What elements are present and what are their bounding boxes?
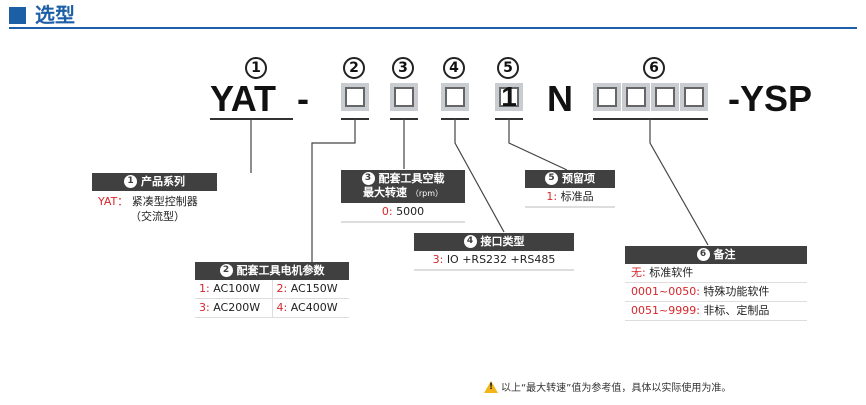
circle-1-icon: 1 [124, 174, 137, 188]
slot-5-box: 1 [495, 83, 523, 111]
row-value: 非标、定制品 [703, 304, 770, 317]
info-box-6-row: 0001~0050: 特殊功能软件 [625, 283, 807, 302]
circle-6-icon: 6 [696, 247, 710, 261]
slot-6-box-2 [622, 83, 650, 111]
info-box-3-title: 配套工具空载 [378, 172, 445, 185]
slot-2-box [341, 83, 369, 111]
cell-code: 1: [199, 282, 210, 295]
row-value: 标准软件 [649, 266, 694, 279]
model-letter-n: N [547, 78, 573, 119]
info-box-2-row-1: 1: AC100W 2: AC150W [195, 280, 349, 299]
info-box-2-row-2: 3: AC200W 4: AC400W [195, 299, 349, 318]
slot-6-box-1 [593, 83, 621, 111]
info-box-6-title: 备注 [713, 248, 736, 261]
info-box-5-value: 标准品 [560, 190, 594, 203]
info-box-3-unit: （rpm） [410, 189, 443, 198]
info-box-1-title: 产品系列 [141, 175, 185, 188]
info-box-3-code: 0: [381, 205, 393, 218]
info-box-2-cell: 2: AC150W [271, 280, 350, 298]
circle-4-icon: 4 [463, 234, 477, 248]
circle-number-2: 2 [343, 57, 365, 79]
circle-number-1: 1 [245, 57, 267, 79]
info-box-5-code: 1: [546, 190, 558, 203]
slot-6-box-3 [651, 83, 679, 111]
info-box-1-header: 1 产品系列 [92, 173, 217, 191]
model-suffix: -YSP [728, 78, 813, 119]
circle-number-4: 4 [443, 57, 465, 79]
header-divider [9, 27, 857, 29]
info-box-2-cell: 3: AC200W [195, 299, 272, 317]
slot-4-box [441, 83, 469, 111]
info-box-5-title: 预留项 [562, 172, 595, 185]
info-box-3-row: 0: 5000 [341, 203, 465, 222]
model-dash: - [297, 78, 309, 119]
info-box-3-value: 5000 [396, 205, 425, 218]
info-box-1-row: YAT： 紧凑型控制器 [92, 191, 217, 209]
circle-number-3: 3 [392, 57, 414, 79]
info-box-4-row: 3: IO +RS232 +RS485 [414, 251, 574, 270]
row-code: 0051~9999: [631, 304, 700, 317]
info-box-6-row: 无: 标准软件 [625, 264, 807, 283]
circle-number-5: 5 [497, 57, 519, 79]
row-value: 特殊功能软件 [703, 285, 770, 298]
info-box-4-value: IO +RS232 +RS485 [446, 253, 556, 266]
row-code: 无: [631, 266, 646, 279]
info-box-1-desc: 紧凑型控制器 [131, 195, 198, 208]
info-box-5: 5 预留项 1: 标准品 [525, 170, 615, 208]
info-box-2-cell: 1: AC100W [195, 280, 272, 298]
info-box-2-cell: 4: AC400W [271, 299, 350, 317]
cell-value: AC100W [213, 282, 261, 295]
warning-icon [484, 381, 498, 393]
info-box-5-header: 5 预留项 [525, 170, 615, 188]
header-marker [9, 7, 26, 24]
cell-code: 2: [276, 282, 288, 295]
cell-value: AC150W [290, 282, 338, 295]
circle-5-icon: 5 [545, 171, 558, 185]
slot-6-box-4 [680, 83, 708, 111]
info-box-4-code: 3: [432, 253, 444, 266]
circle-3-icon: 3 [361, 171, 375, 185]
footnote-text: 以上“最大转速”值为参考值，具体以实际使用为准。 [501, 383, 732, 394]
row-code: 0001~0050: [631, 285, 700, 298]
circle-number-6: 6 [643, 57, 665, 79]
cell-code: 3: [199, 301, 210, 314]
page-title: 选型 [35, 3, 75, 27]
footnote: 以上“最大转速”值为参考值，具体以实际使用为准。 [484, 381, 732, 396]
model-prefix: YAT [210, 78, 277, 119]
circle-2-icon: 2 [219, 263, 233, 277]
info-box-2-title: 配套工具电机参数 [236, 264, 325, 277]
info-box-5-row: 1: 标准品 [525, 188, 615, 207]
slot-5-value: 1 [501, 81, 517, 112]
info-box-4-title: 接口类型 [480, 235, 525, 248]
info-box-1: 1 产品系列 YAT： 紧凑型控制器 （交流型） [92, 173, 217, 224]
cell-value: AC400W [290, 301, 338, 314]
slot-3-box [390, 83, 418, 111]
cell-code: 4: [276, 301, 288, 314]
info-box-3-title-2: 最大转速 [362, 186, 407, 199]
info-box-1-row-2: （交流型） [130, 210, 185, 223]
info-box-6-row: 0051~9999: 非标、定制品 [625, 302, 807, 321]
info-box-1-code: YAT： [98, 195, 129, 208]
cell-value: AC200W [213, 301, 261, 314]
